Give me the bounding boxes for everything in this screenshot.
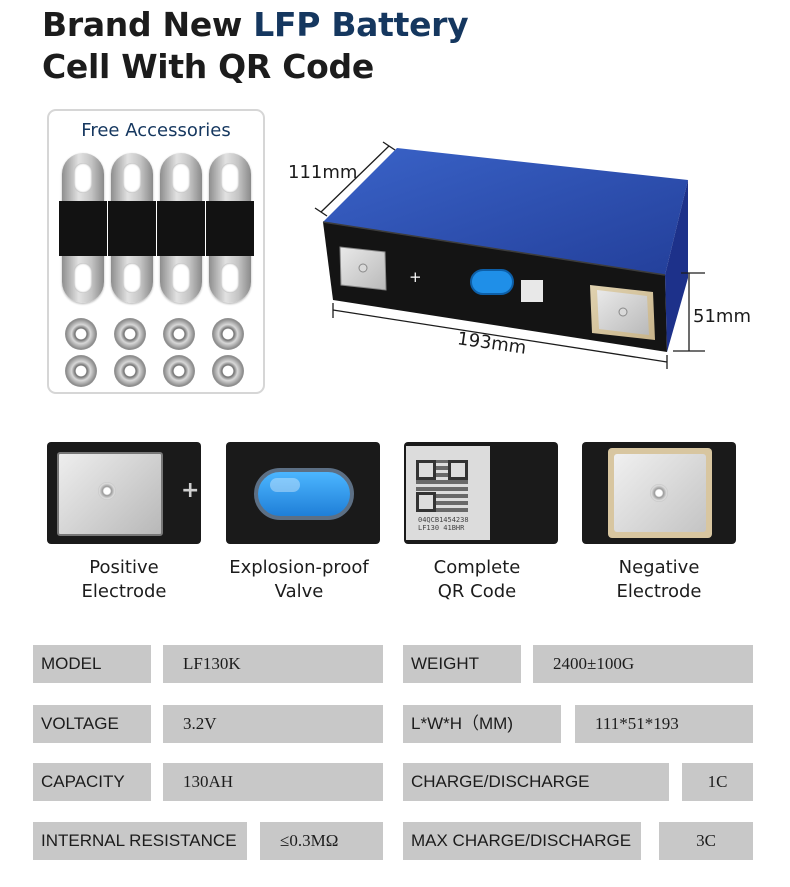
battery-cell-image: + 111mm 193mm 51mm (285, 140, 760, 375)
washer-image (163, 318, 195, 350)
spec-key: MODEL (33, 645, 151, 683)
valve-image (226, 442, 380, 544)
spec-value: 2400±100G (533, 645, 753, 683)
qr-code-image: 04QCB1454238 LF130 41BHR (404, 442, 558, 544)
spec-key: VOLTAGE (33, 705, 151, 743)
spec-key: L*W*H（MM) (403, 705, 561, 743)
spec-value: 3.2V (163, 705, 383, 743)
spec-value: ≤0.3MΩ (260, 822, 383, 860)
feature-label-negative: Negative Electrode (616, 557, 702, 602)
feature-label-qr: Complete QR Code (433, 557, 521, 602)
busbar-image (59, 153, 107, 303)
spec-key: CHARGE/DISCHARGE (403, 763, 669, 801)
qr-code-text: 04QCB1454238 LF130 41BHR (418, 516, 469, 532)
spec-key: WEIGHT (403, 645, 521, 683)
title-line1-prefix: Brand New (42, 5, 254, 44)
positive-sign: + (181, 478, 200, 503)
dimension-width: 111mm (288, 162, 358, 183)
washer-image (65, 355, 97, 387)
busbar-image (157, 153, 205, 303)
page-title: Brand New LFP Battery Cell With QR Code (42, 4, 469, 88)
washer-image (114, 355, 146, 387)
spec-key: CAPACITY (33, 763, 151, 801)
spec-value: LF130K (163, 645, 383, 683)
terminal-plus-sign: + (409, 268, 422, 286)
title-line2: Cell With QR Code (42, 47, 374, 86)
dimension-height: 51mm (693, 306, 751, 327)
busbar-image (108, 153, 156, 303)
negative-electrode-image (582, 442, 736, 544)
busbar-image (206, 153, 254, 303)
spec-value: 3C (659, 822, 753, 860)
washer-image (212, 318, 244, 350)
spec-value: 111*51*193 (575, 705, 753, 743)
spec-value: 1C (682, 763, 753, 801)
washer-image (65, 318, 97, 350)
title-highlight: LFP Battery (253, 5, 469, 44)
washer-image (163, 355, 195, 387)
feature-label-positive: Positive Electrode (81, 557, 167, 602)
spec-value: 130AH (163, 763, 383, 801)
spec-key: INTERNAL RESISTANCE (33, 822, 247, 860)
feature-label-valve: Explosion-proof Valve (229, 557, 369, 602)
accessories-label: Free Accessories (81, 120, 231, 141)
washer-image (212, 355, 244, 387)
accessories-box: Free Accessories (47, 109, 265, 394)
spec-key: MAX CHARGE/DISCHARGE (403, 822, 641, 860)
washer-image (114, 318, 146, 350)
positive-electrode-image: + (47, 442, 201, 544)
